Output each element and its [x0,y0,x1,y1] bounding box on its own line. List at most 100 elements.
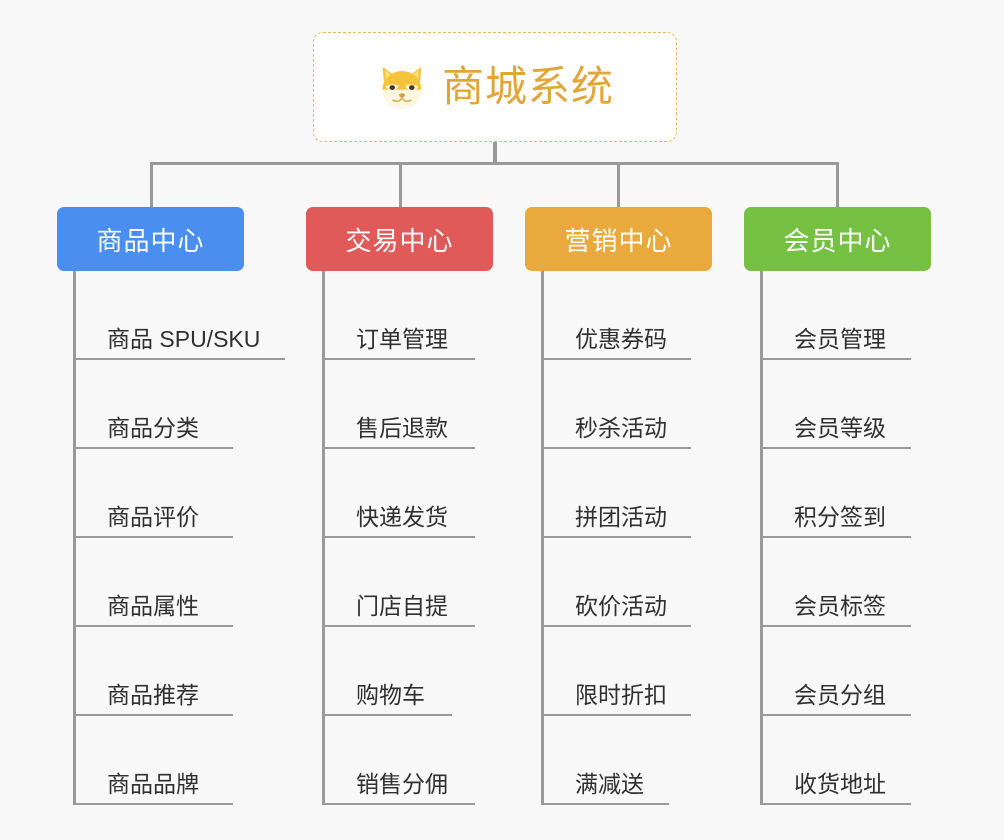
leaf-label: 秒杀活动 [575,414,667,441]
category-column-4: 会员中心 会员管理 会员等级 积分签到 会员标签 会员分组 [744,207,974,805]
category-column-1: 商品中心 商品 SPU/SKU 商品分类 商品评价 商品属性 商品推荐 [57,207,304,805]
leaf-label: 商品属性 [107,592,199,619]
leaf-label: 会员管理 [794,325,886,352]
leaf-rule [760,803,911,805]
leaf-label: 会员等级 [794,414,886,441]
leaf-item[interactable]: 商品 SPU/SKU [73,271,304,360]
leaf-rule [541,447,691,449]
connector-drop-2 [399,162,402,208]
leaf-rule [73,625,233,627]
leaf-rule [541,536,691,538]
column-spine-1 [73,271,76,805]
leaf-label: 购物车 [356,681,425,708]
leaf-label: 拼团活动 [575,503,667,530]
category-column-3: 营销中心 优惠券码 秒杀活动 拼团活动 砍价活动 限时折扣 [525,207,755,805]
leaf-list-2: 订单管理 售后退款 快递发货 门店自提 购物车 销售分佣 [322,271,536,805]
leaf-item[interactable]: 限时折扣 [541,627,755,716]
leaf-item[interactable]: 商品属性 [73,538,304,627]
leaf-item[interactable]: 商品评价 [73,449,304,538]
leaf-label: 会员分组 [794,681,886,708]
leaf-list-4: 会员管理 会员等级 积分签到 会员标签 会员分组 收货地址 [760,271,974,805]
leaf-rule [322,358,475,360]
leaf-rule [73,447,233,449]
category-header-2[interactable]: 交易中心 [306,207,493,271]
leaf-rule [541,803,669,805]
leaf-label: 售后退款 [356,414,448,441]
leaf-rule [541,714,691,716]
category-label-1: 商品中心 [96,225,205,256]
connector-bus-horizontal [150,162,839,165]
leaf-rule [73,536,233,538]
leaf-rule [760,536,911,538]
leaf-label: 门店自提 [356,592,448,619]
leaf-rule [760,714,911,716]
leaf-item[interactable]: 售后退款 [322,360,536,449]
leaf-item[interactable]: 销售分佣 [322,716,536,805]
leaf-item[interactable]: 秒杀活动 [541,360,755,449]
leaf-item[interactable]: 满减送 [541,716,755,805]
leaf-label: 限时折扣 [575,681,667,708]
category-header-3[interactable]: 营销中心 [525,207,712,271]
leaf-label: 商品品牌 [107,770,199,797]
leaf-item[interactable]: 购物车 [322,627,536,716]
leaf-item[interactable]: 会员标签 [760,538,974,627]
connector-drop-4 [836,162,839,208]
leaf-rule [73,714,233,716]
leaf-rule [541,358,691,360]
category-column-2: 交易中心 订单管理 售后退款 快递发货 门店自提 购物车 [306,207,536,805]
leaf-item[interactable]: 收货地址 [760,716,974,805]
leaf-label: 收货地址 [794,770,886,797]
leaf-rule [73,803,233,805]
column-spine-3 [541,271,544,805]
leaf-label: 会员标签 [794,592,886,619]
leaf-item[interactable]: 商品分类 [73,360,304,449]
leaf-label: 快递发货 [356,503,448,530]
leaf-rule [322,625,475,627]
category-label-4: 会员中心 [783,225,892,256]
leaf-label: 积分签到 [794,503,886,530]
root-node-title: 商城系统 [441,63,614,110]
column-spine-4 [760,271,763,805]
leaf-rule [322,536,475,538]
leaf-item[interactable]: 订单管理 [322,271,536,360]
leaf-rule [541,625,691,627]
leaf-item[interactable]: 会员管理 [760,271,974,360]
root-node-mall-system[interactable]: 商城系统 [313,32,677,142]
leaf-item[interactable]: 会员等级 [760,360,974,449]
leaf-item[interactable]: 门店自提 [322,538,536,627]
category-label-3: 营销中心 [564,225,673,256]
leaf-list-1: 商品 SPU/SKU 商品分类 商品评价 商品属性 商品推荐 商品品牌 [73,271,304,805]
connector-drop-3 [617,162,620,208]
leaf-rule [760,625,911,627]
leaf-label: 优惠券码 [575,325,667,352]
leaf-item[interactable]: 拼团活动 [541,449,755,538]
leaf-rule [322,714,452,716]
leaf-label: 砍价活动 [575,592,667,619]
leaf-list-3: 优惠券码 秒杀活动 拼团活动 砍价活动 限时折扣 满减送 [541,271,755,805]
category-header-4[interactable]: 会员中心 [744,207,931,271]
connector-root-stem [493,142,497,164]
leaf-item[interactable]: 商品推荐 [73,627,304,716]
leaf-label: 商品分类 [107,414,199,441]
category-header-1[interactable]: 商品中心 [57,207,244,271]
shiba-dog-icon [382,66,422,109]
leaf-label: 商品评价 [107,503,199,530]
leaf-label: 满减送 [575,770,644,797]
leaf-item[interactable]: 商品品牌 [73,716,304,805]
leaf-item[interactable]: 积分签到 [760,449,974,538]
leaf-rule [322,803,475,805]
leaf-item[interactable]: 会员分组 [760,627,974,716]
leaf-item[interactable]: 优惠券码 [541,271,755,360]
column-spine-2 [322,271,325,805]
leaf-label: 订单管理 [356,325,448,352]
leaf-item[interactable]: 快递发货 [322,449,536,538]
leaf-rule [760,358,911,360]
leaf-label: 销售分佣 [356,770,448,797]
leaf-rule [322,447,475,449]
leaf-label: 商品 SPU/SKU [107,325,261,352]
leaf-item[interactable]: 砍价活动 [541,538,755,627]
leaf-rule [760,447,911,449]
category-label-2: 交易中心 [345,225,454,256]
leaf-rule [73,358,285,360]
